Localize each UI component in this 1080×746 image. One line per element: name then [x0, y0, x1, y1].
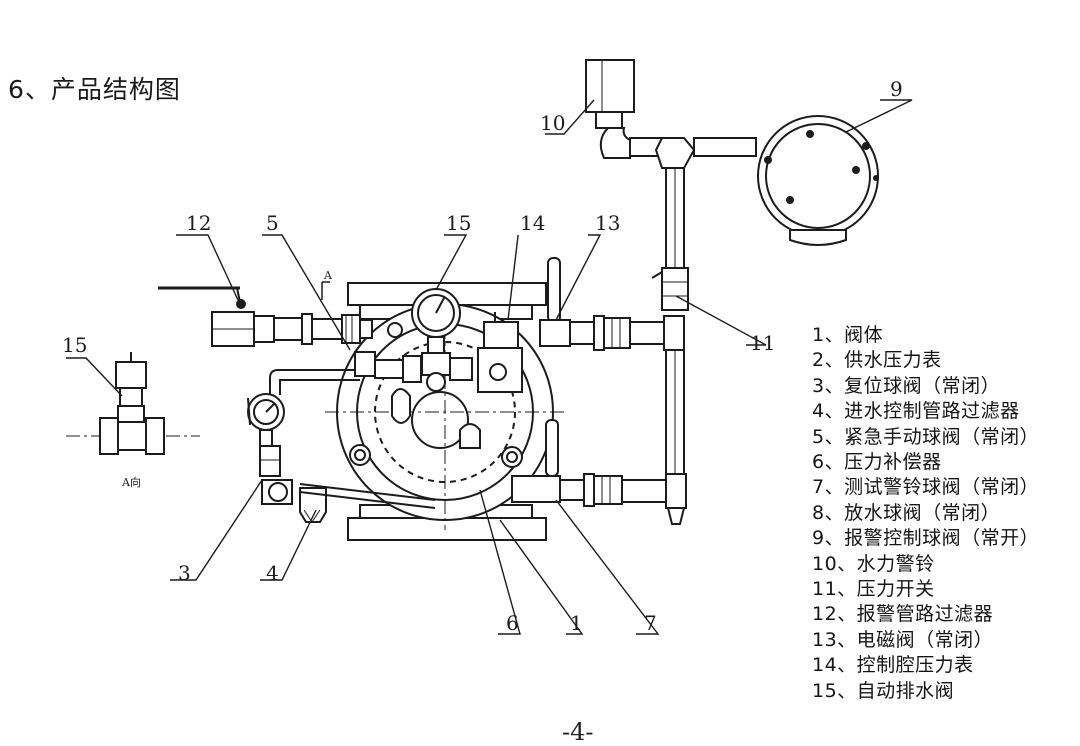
legend-item: 14、控制腔压力表: [812, 654, 974, 677]
callout-11: 10: [540, 111, 565, 135]
right-upper-pipe: [539, 257, 685, 351]
view-label: A向: [121, 475, 141, 489]
right-lower-pipe: [511, 419, 687, 525]
legend-item: 7、测试警铃球阀（常闭）: [812, 476, 1040, 499]
valve-body: [325, 282, 565, 541]
callout-3: 3: [178, 561, 191, 585]
callout-6: 6: [506, 611, 519, 635]
legend-item: 10、水力警铃: [812, 552, 935, 575]
view-a-drain-valve: A向: [66, 352, 200, 489]
callout-14: 15: [446, 211, 471, 235]
parts-legend: 1、阀体 2、供水压力表 3、复位球阀（常闭） 4、进水控制管路过滤器 5、紧急…: [812, 323, 1039, 704]
legend-item: 4、进水控制管路过滤器: [812, 400, 1020, 423]
section-title: 6、产品结构图: [8, 75, 181, 104]
legend-item: 11、压力开关: [812, 578, 935, 601]
legend-item: 13、电磁阀（常闭）: [812, 628, 994, 651]
callout-10: 9: [890, 77, 903, 101]
page-number: -4-: [562, 718, 594, 746]
callout-15: 15: [62, 333, 87, 357]
legend-item: 1、阀体: [812, 324, 884, 346]
leader-lines: [66, 99, 913, 635]
callout-numbers: 12 5 15 14 13 9 10 11 15 3 4 6 1 7: [62, 77, 903, 635]
callout-4: 4: [266, 561, 279, 585]
callout-1: 1: [570, 611, 583, 635]
legend-item: 9、报警控制球阀（常开）: [812, 527, 1040, 550]
legend-item: 8、放水球阀（常闭）: [812, 501, 1001, 524]
legend-item: 5、紧急手动球阀（常闭）: [812, 425, 1040, 448]
alarm-pipe: [651, 167, 689, 475]
legend-item: 2、供水压力表: [812, 349, 942, 372]
callout-13: 14: [520, 211, 545, 235]
callout-7: 7: [644, 611, 657, 635]
callout-8: 12: [186, 211, 211, 235]
callout-12: 11: [750, 331, 775, 355]
callout-9: 13: [595, 211, 620, 235]
legend-item: 12、报警管路过滤器: [812, 603, 994, 626]
legend-item: 3、复位球阀（常闭）: [812, 374, 1001, 397]
callout-5: 5: [266, 211, 279, 235]
upper-left-pipe: A: [158, 269, 373, 347]
section-marker: A: [323, 269, 333, 282]
legend-item: 15、自动排水阀: [812, 679, 955, 702]
top-right-assembly: [585, 59, 879, 246]
left-side-assembly: [247, 369, 436, 523]
legend-item: 6、压力补偿器: [812, 451, 942, 474]
top-center-assembly: [354, 288, 523, 449]
